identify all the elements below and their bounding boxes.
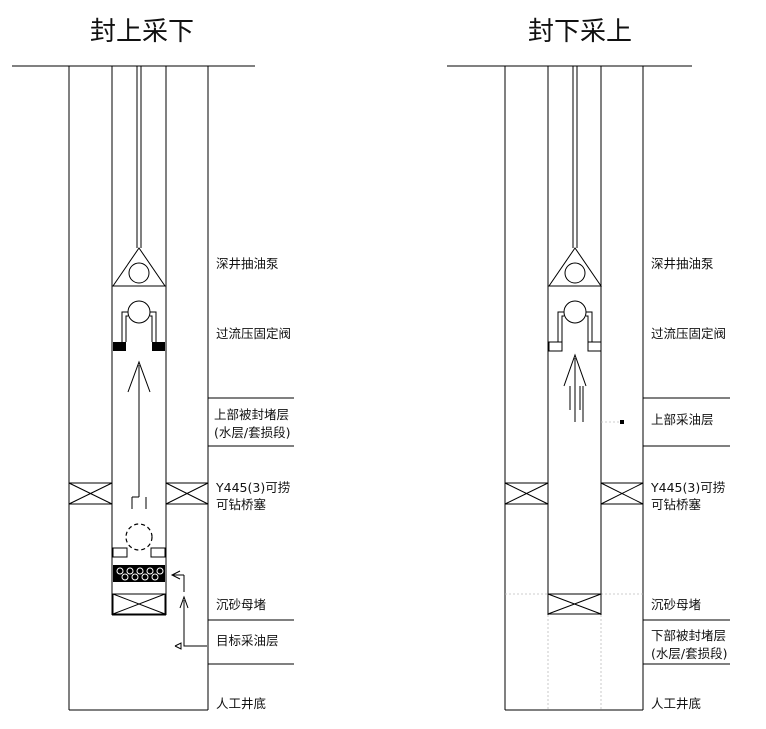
- right-pump-icon: [548, 247, 602, 287]
- left-label-sand-plug: 沉砂母堵: [216, 597, 266, 612]
- left-label-plug-1: Y445(3)可捞: [215, 480, 290, 495]
- left-pump-icon: [112, 247, 166, 287]
- right-valve-icon: [548, 300, 602, 352]
- left-flow-arrow-icon: [127, 360, 151, 509]
- left-screen-icon: [113, 565, 165, 582]
- right-label-lower-zone-2: (水层/套损段): [651, 646, 727, 661]
- right-label-pump: 深井抽油泵: [651, 256, 714, 271]
- left-label-plug-2: 可钻桥塞: [216, 497, 267, 512]
- right-title: 封下采上: [528, 17, 632, 47]
- left-inflow-arrow-icon: [170, 570, 207, 650]
- left-label-upper-zone-2: (水层/套损段): [214, 425, 290, 440]
- left-label-target-zone: 目标采油层: [216, 633, 279, 648]
- right-label-plug-1: Y445(3)可捞: [650, 480, 725, 495]
- right-diagram: 封下采上: [447, 17, 730, 711]
- right-label-sand-plug: 沉砂母堵: [651, 597, 701, 612]
- right-flow-arrow-icon: [563, 353, 624, 424]
- left-label-pump: 深井抽油泵: [216, 256, 279, 271]
- right-packer-icon: [504, 482, 644, 505]
- right-label-bottom: 人工井底: [651, 696, 701, 711]
- left-title: 封上采下: [90, 17, 194, 47]
- right-sand-plug-icon: [547, 593, 602, 615]
- left-valve-icon: [113, 300, 165, 351]
- left-label-valve: 过流压固定阀: [216, 326, 291, 341]
- left-label-upper-zone-1: 上部被封堵层: [214, 407, 289, 422]
- left-sand-plug-icon: [112, 593, 166, 615]
- right-label-plug-2: 可钻桥塞: [651, 497, 702, 512]
- right-label-upper-zone: 上部采油层: [651, 412, 714, 427]
- left-lower-valve-icon: [112, 523, 166, 558]
- left-label-bottom: 人工井底: [216, 696, 266, 711]
- right-label-valve: 过流压固定阀: [651, 326, 726, 341]
- left-diagram: 封上采下: [12, 17, 294, 711]
- right-label-lower-zone-1: 下部被封堵层: [651, 628, 726, 643]
- left-packer-icon: [68, 482, 209, 505]
